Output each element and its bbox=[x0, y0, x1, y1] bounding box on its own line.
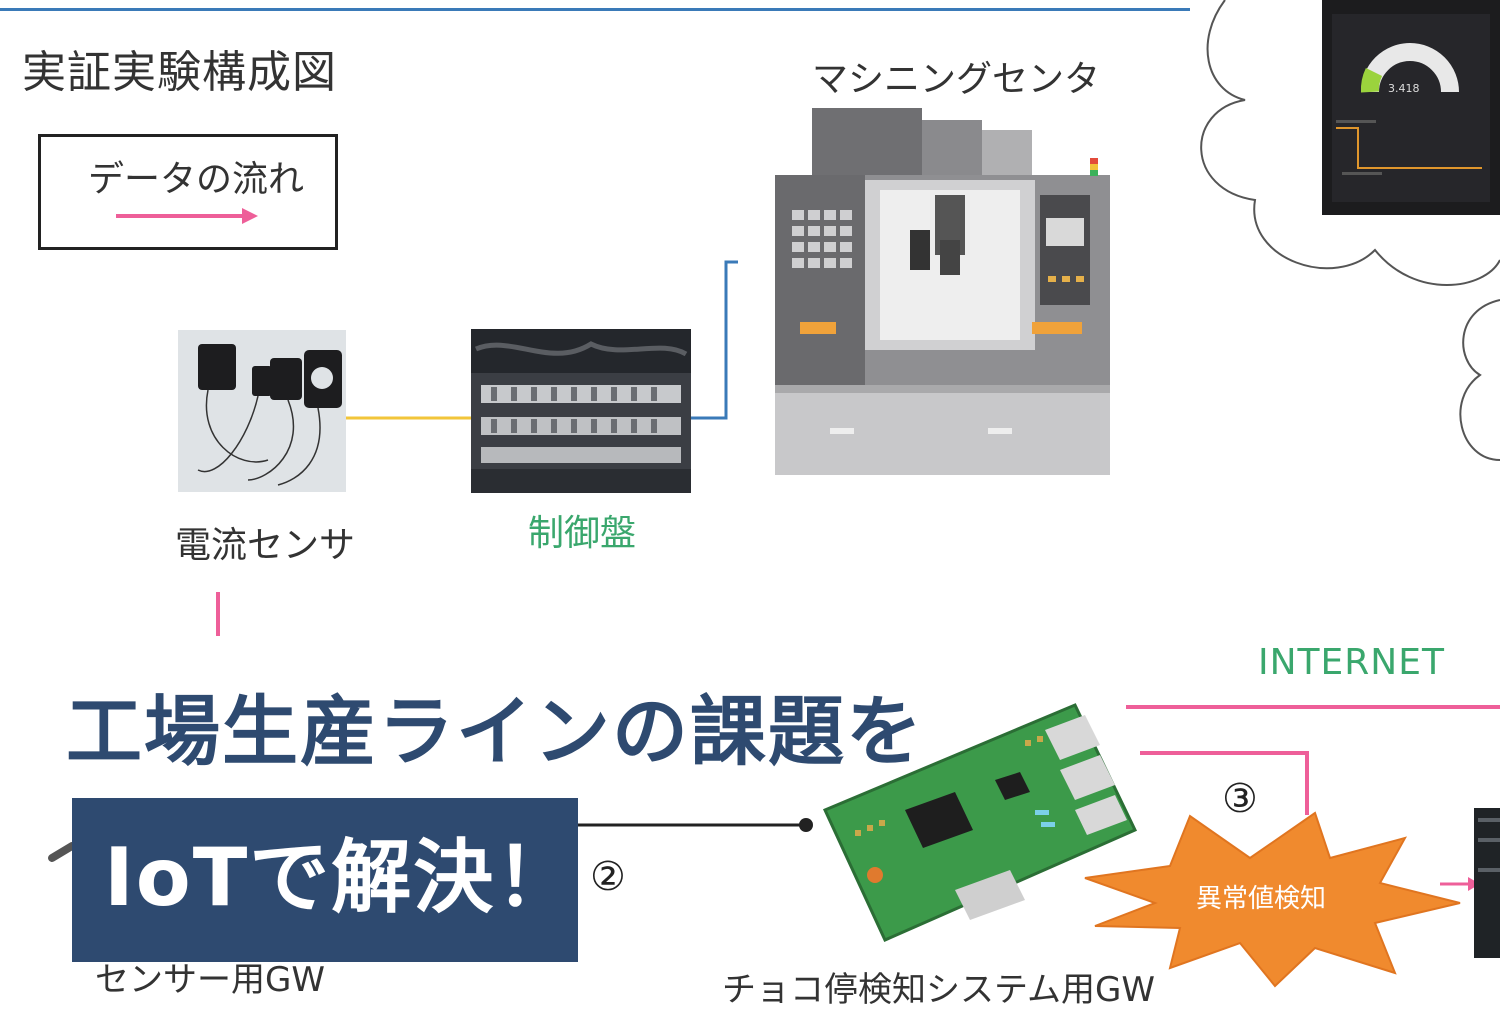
dashboard-thumbnail bbox=[1322, 0, 1500, 215]
gauge-value: 3.418 bbox=[1388, 82, 1420, 95]
anomaly-detection-label: 異常値検知 bbox=[1196, 884, 1327, 914]
diagram-title: 実証実験構成図 bbox=[22, 47, 337, 98]
step-two-marker: ② bbox=[590, 854, 626, 900]
monitor-fragment bbox=[1474, 808, 1500, 958]
current-sensor-photo bbox=[178, 330, 346, 492]
control-panel-photo bbox=[471, 329, 691, 493]
subheadline: IoTで解決！ bbox=[104, 831, 578, 924]
gateway-board-illustration bbox=[822, 703, 1138, 942]
choco-gw-label: チョコ停検知システム用GW bbox=[722, 970, 1155, 1010]
internet-label: INTERNET bbox=[1258, 642, 1445, 683]
top-rule bbox=[0, 8, 1190, 11]
panel-machine-link bbox=[691, 260, 738, 420]
gw-internet-flow bbox=[1140, 751, 1309, 815]
sensor-gw-stub bbox=[48, 842, 76, 862]
sensor-gw-label: センサー用GW bbox=[95, 960, 325, 1000]
legend-label: データの流れ bbox=[88, 159, 305, 200]
anomaly-burst bbox=[1084, 811, 1461, 988]
control-panel-label: 制御盤 bbox=[528, 513, 637, 554]
subheadline-banner: IoTで解決！ bbox=[72, 798, 578, 962]
legend-arrow bbox=[116, 208, 258, 224]
step-three-marker: ③ bbox=[1222, 776, 1258, 822]
cloud-shape bbox=[1200, 0, 1500, 461]
machining-center-label: マシニングセンタ bbox=[812, 59, 1101, 100]
machining-center-illustration bbox=[775, 108, 1110, 475]
legend-box bbox=[38, 134, 338, 250]
headline: 工場生産ラインの課題を bbox=[66, 687, 924, 776]
current-sensor-label: 電流センサ bbox=[175, 525, 356, 566]
gw-link-dot bbox=[799, 818, 813, 832]
